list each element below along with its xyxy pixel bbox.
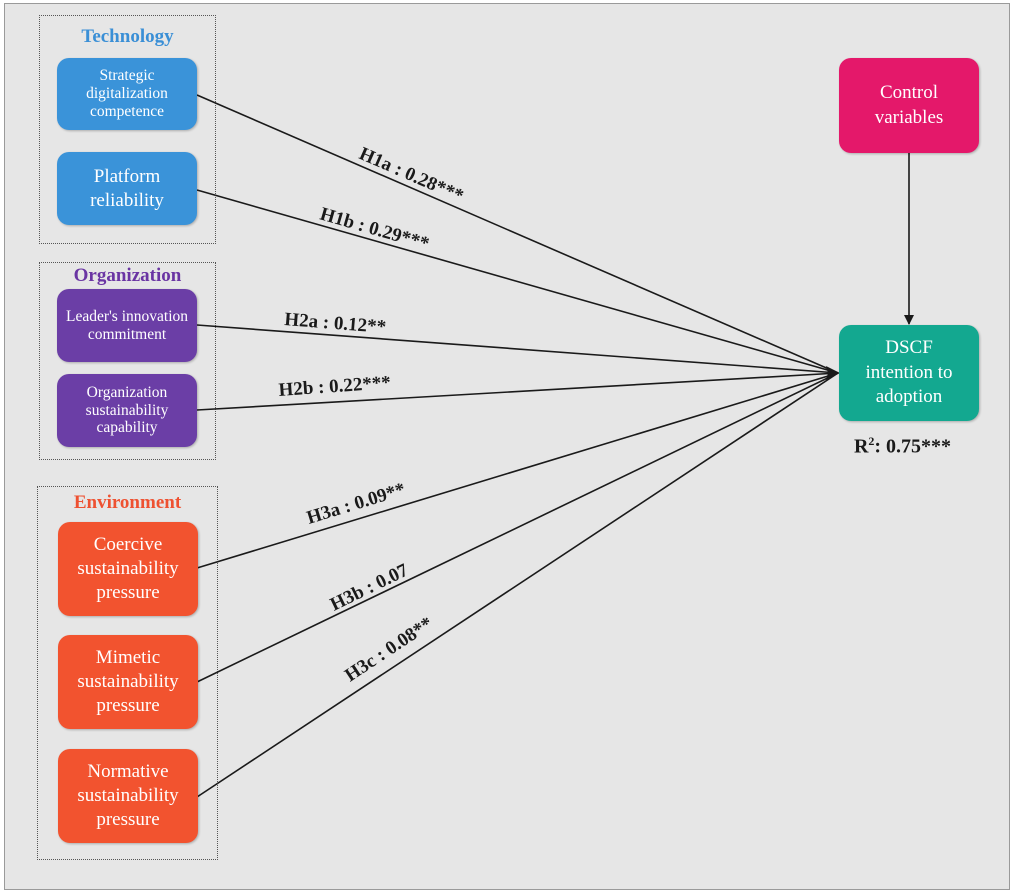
environment-title: Environment [73, 492, 182, 513]
path-line-h1b [196, 189, 839, 374]
normative-pressure-node: Normative sustainability pressure [58, 749, 198, 843]
path-line-h1a [196, 94, 839, 374]
path-label-h2a: H2a : 0.12** [284, 309, 387, 338]
path-label-h3c: H3c : 0.08** [341, 613, 437, 686]
path-line-h3a [196, 372, 839, 569]
coercive-pressure-node: Coercive sustainability pressure [58, 522, 198, 616]
control-variables-node: Control variables [839, 58, 979, 153]
path-line-h3c [196, 372, 839, 798]
leader-innovation-node: Leader's innovation commitment [57, 289, 197, 362]
outcome-arrowhead [826, 366, 840, 380]
mimetic-pressure-node: Mimetic sustainability pressure [58, 635, 198, 729]
path-line-h2a [196, 324, 839, 374]
technology-title: Technology [81, 26, 174, 47]
r-squared-sup: 2 [868, 434, 875, 448]
path-line-h2b [196, 372, 839, 411]
path-label-h3b: H3b : 0.07 [327, 560, 412, 616]
dscf-intention-node: DSCF intention to adoption [839, 325, 979, 421]
organization-title: Organization [73, 265, 182, 286]
r-squared-label: R2: 0.75*** [820, 434, 985, 459]
r-squared-value: : 0.75*** [874, 435, 952, 458]
strategic-digitalization-node: Strategic digitalization competence [57, 58, 197, 130]
path-label-h2b: H2b : 0.22*** [278, 372, 392, 401]
organization-group: Organization [39, 262, 216, 460]
path-label-h3a: H3a : 0.09** [304, 479, 408, 529]
technology-group: Technology [39, 15, 216, 244]
r-squared-prefix: R [853, 435, 869, 458]
path-label-h1a: H1a : 0.28*** [356, 143, 466, 207]
platform-reliability-node: Platform reliability [57, 152, 197, 225]
org-sustainability-node: Organization sustainability capability [57, 374, 197, 447]
path-line-h3b [196, 372, 839, 683]
